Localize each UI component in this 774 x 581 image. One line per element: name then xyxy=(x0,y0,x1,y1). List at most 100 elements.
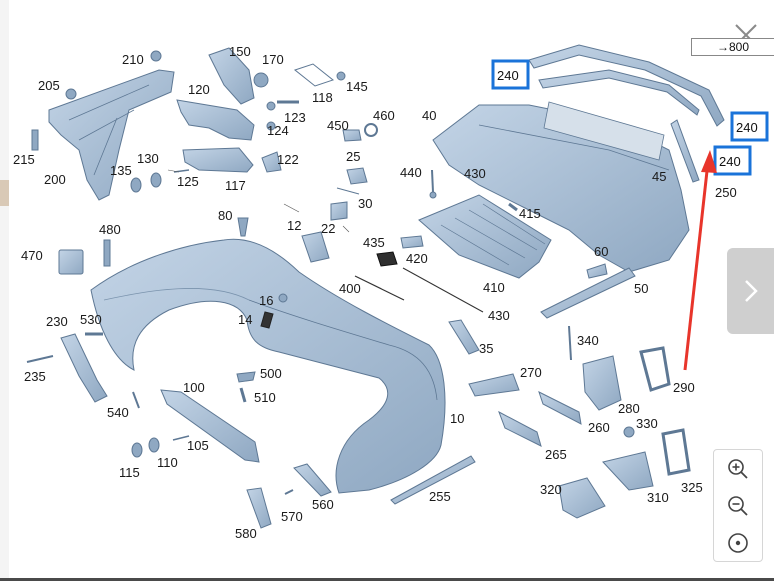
part-label[interactable]: 480 xyxy=(99,222,121,237)
part-label[interactable]: 430 xyxy=(488,308,510,323)
part-label[interactable]: 570 xyxy=(281,509,303,524)
part-label[interactable]: 450 xyxy=(327,118,349,133)
part-label[interactable]: 310 xyxy=(647,490,669,505)
part-label[interactable]: 250 xyxy=(715,185,737,200)
diffuser-grille-part[interactable] xyxy=(418,194,552,279)
zoom-in-button[interactable] xyxy=(723,454,753,484)
bumper-cover-part[interactable] xyxy=(90,238,446,494)
part-label[interactable]: 435 xyxy=(363,235,385,250)
trim-insert-part[interactable] xyxy=(543,101,665,161)
part-label[interactable]: 40 xyxy=(422,108,436,123)
part-label[interactable]: 60 xyxy=(594,244,608,259)
part-label[interactable]: 205 xyxy=(38,78,60,93)
side-guide-part[interactable] xyxy=(208,47,255,105)
part-label[interactable]: 118 xyxy=(312,90,333,105)
part-label[interactable]: 120 xyxy=(188,82,210,97)
highlighted-callout[interactable]: 240 xyxy=(491,59,530,90)
lower-bracket-part[interactable] xyxy=(182,147,254,173)
part-label[interactable]: 30 xyxy=(358,196,372,211)
part-label[interactable]: 200 xyxy=(44,172,66,187)
bolt-part[interactable] xyxy=(150,50,162,62)
part-label[interactable]: 440 xyxy=(400,165,422,180)
grommet-part[interactable] xyxy=(253,72,269,88)
part-label[interactable]: 540 xyxy=(107,405,129,420)
part-label[interactable]: 117 xyxy=(225,178,246,193)
part-label[interactable]: 80 xyxy=(218,208,232,223)
zoom-out-icon xyxy=(728,495,748,516)
part-label[interactable]: 410 xyxy=(483,280,505,295)
part-label[interactable]: 255 xyxy=(429,489,451,504)
part-label[interactable]: 270 xyxy=(520,365,542,380)
part-label[interactable]: 16 xyxy=(259,293,273,308)
reset-view-button[interactable] xyxy=(723,528,753,558)
part-label[interactable]: 400 xyxy=(339,281,361,296)
zoom-controls xyxy=(713,449,763,562)
part-label[interactable]: 110 xyxy=(157,455,178,470)
part-label[interactable]: 145 xyxy=(346,79,368,94)
svg-text:240: 240 xyxy=(736,120,758,135)
mount-bracket-part[interactable] xyxy=(176,99,255,141)
part-label[interactable]: 325 xyxy=(681,480,703,495)
chrome-trim-part[interactable] xyxy=(528,44,725,127)
part-label[interactable]: 290 xyxy=(673,380,695,395)
part-label[interactable]: 415 xyxy=(519,206,541,221)
part-label[interactable]: 530 xyxy=(80,312,102,327)
diagram-viewer: 210 150 170 205 120 118 145 123 124 450 … xyxy=(9,0,774,578)
pin-part[interactable] xyxy=(31,129,39,151)
part-label[interactable]: 150 xyxy=(229,44,251,59)
svg-text:240: 240 xyxy=(719,154,741,169)
part-label[interactable]: 215 xyxy=(13,152,35,167)
part-label[interactable]: 45 xyxy=(652,169,666,184)
reference-label: →800 xyxy=(691,38,774,56)
clip-part[interactable] xyxy=(65,88,77,100)
part-label[interactable]: 25 xyxy=(346,149,360,164)
part-label[interactable]: 470 xyxy=(21,248,43,263)
part-label[interactable]: 260 xyxy=(588,420,610,435)
part-label[interactable]: 430 xyxy=(464,166,486,181)
part-label[interactable]: 125 xyxy=(177,174,199,189)
chevron-right-icon xyxy=(744,280,758,302)
part-label[interactable]: 330 xyxy=(636,416,658,431)
left-strip xyxy=(0,0,9,581)
part-label[interactable]: 280 xyxy=(618,401,640,416)
part-label[interactable]: 265 xyxy=(545,447,567,462)
part-label[interactable]: 100 xyxy=(183,380,205,395)
part-label[interactable]: 510 xyxy=(254,390,276,405)
highlighted-callout[interactable]: 240 xyxy=(730,111,769,142)
part-label[interactable]: 115 xyxy=(119,465,140,480)
part-label[interactable]: 235 xyxy=(24,369,46,384)
target-reset-icon xyxy=(728,532,748,553)
part-label[interactable]: 124 xyxy=(267,123,289,138)
reflector-strip-part[interactable] xyxy=(160,389,260,463)
highlighted-callout[interactable]: 240 xyxy=(713,145,752,176)
bottom-bar xyxy=(0,578,774,581)
svg-text:240: 240 xyxy=(497,68,519,83)
part-label[interactable]: 12 xyxy=(287,218,301,233)
part-label[interactable]: 35 xyxy=(479,341,493,356)
part-label[interactable]: 130 xyxy=(137,151,159,166)
zoom-out-button[interactable] xyxy=(723,491,753,521)
zoom-in-icon xyxy=(728,458,748,479)
part-label[interactable]: 320 xyxy=(540,482,562,497)
part-label[interactable]: 50 xyxy=(634,281,648,296)
part-label[interactable]: 460 xyxy=(373,108,395,123)
next-image-button[interactable] xyxy=(727,248,774,334)
part-label[interactable]: 580 xyxy=(235,526,257,541)
part-label[interactable]: 22 xyxy=(321,221,335,236)
part-label[interactable]: 135 xyxy=(110,163,132,178)
part-label[interactable]: 105 xyxy=(187,438,209,453)
parts-diagram: 210 150 170 205 120 118 145 123 124 450 … xyxy=(13,44,769,541)
part-label[interactable]: 122 xyxy=(277,152,299,167)
part-label[interactable]: 210 xyxy=(122,52,144,67)
part-label[interactable]: 230 xyxy=(46,314,68,329)
part-label[interactable]: 123 xyxy=(284,110,306,125)
part-label[interactable]: 560 xyxy=(312,497,334,512)
part-label[interactable]: 170 xyxy=(262,52,284,67)
sensor-part[interactable] xyxy=(58,249,84,275)
part-label[interactable]: 500 xyxy=(260,366,282,381)
part-label[interactable]: 340 xyxy=(577,333,599,348)
part-label[interactable]: 10 xyxy=(450,411,464,426)
part-label[interactable]: 420 xyxy=(406,251,428,266)
carrier-bracket-part[interactable] xyxy=(48,69,175,201)
part-label[interactable]: 14 xyxy=(238,312,252,327)
